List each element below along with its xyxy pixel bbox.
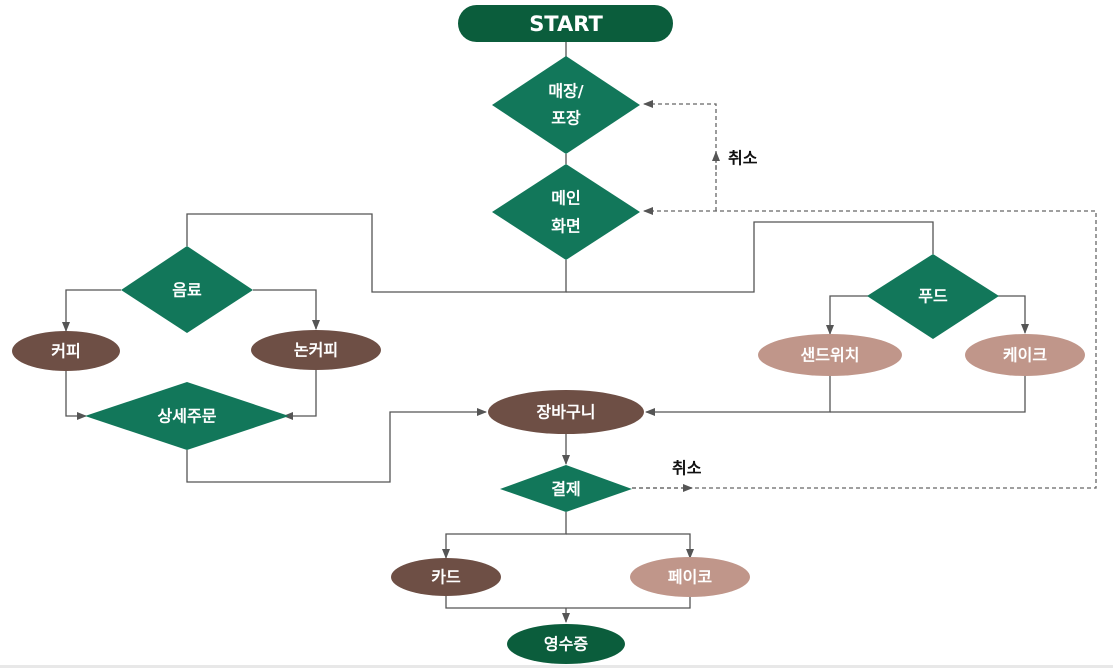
detail-order-shape xyxy=(85,382,289,450)
main-screen-decision: 메인 화면 xyxy=(492,164,640,260)
receipt-shape xyxy=(507,624,625,664)
edge-payment-to-card xyxy=(442,512,567,559)
card-shape xyxy=(391,558,501,596)
payco-node: 페이코 xyxy=(630,557,750,597)
cancel-label-payment: 취소 xyxy=(672,459,702,478)
dine-takeout-decision: 매장/ 포장 xyxy=(492,56,640,154)
edge-noncoffee-to-detail xyxy=(283,370,317,420)
edge-food-to-sandwich xyxy=(826,295,868,335)
non-coffee-shape xyxy=(251,330,381,370)
dine-takeout-label-2: 포장 xyxy=(551,109,581,128)
drink-decision: 음료 xyxy=(121,246,253,333)
food-decision: 푸드 xyxy=(867,254,999,339)
main-screen-label-2: 화면 xyxy=(551,217,580,236)
edge-drink-to-noncoffee xyxy=(253,289,320,330)
card-node: 카드 xyxy=(391,558,501,596)
edge-main-to-food xyxy=(566,221,934,293)
drink-shape xyxy=(121,246,253,333)
sandwich-node: 샌드위치 xyxy=(758,334,902,376)
sandwich-shape xyxy=(758,334,902,376)
bottom-divider xyxy=(0,665,1113,668)
edge-cancel-to-main xyxy=(632,207,1097,489)
edge-card-payco-join xyxy=(445,596,691,609)
drink-label: 음료 xyxy=(172,281,202,300)
cart-shape xyxy=(488,390,644,434)
detail-order-label: 상세주문 xyxy=(158,407,217,426)
edge-cake-to-cart xyxy=(830,376,1026,413)
cake-shape xyxy=(965,334,1085,376)
cart-node: 장바구니 xyxy=(488,390,644,434)
edges xyxy=(62,42,1029,623)
cancel-edges xyxy=(632,100,1097,492)
receipt-label: 영수증 xyxy=(544,635,588,654)
payco-shape xyxy=(630,557,750,597)
edge-payment-to-payco xyxy=(566,533,694,559)
payment-label: 결제 xyxy=(551,480,580,499)
edge-coffee-to-detail xyxy=(65,371,87,420)
start-shape xyxy=(458,5,673,42)
edge-cancel-to-dine xyxy=(643,100,717,211)
card-label: 카드 xyxy=(431,568,461,587)
dine-takeout-shape xyxy=(492,56,640,154)
start-node: START xyxy=(458,5,673,42)
food-shape xyxy=(867,254,999,339)
cake-label: 케이크 xyxy=(1003,346,1047,365)
edge-sandwich-to-cart xyxy=(645,376,831,416)
coffee-shape xyxy=(12,331,120,371)
cart-label: 장바구니 xyxy=(537,403,596,422)
main-screen-shape xyxy=(492,164,640,260)
dine-takeout-label-1: 매장/ xyxy=(548,82,583,101)
coffee-label: 커피 xyxy=(51,342,80,361)
cake-node: 케이크 xyxy=(965,334,1085,376)
food-label: 푸드 xyxy=(918,287,948,306)
edge-detail-to-cart xyxy=(186,408,487,483)
non-coffee-label: 논커피 xyxy=(294,341,338,360)
payco-label: 페이코 xyxy=(668,568,712,587)
main-screen-label-1: 메인 xyxy=(551,189,580,208)
cancel-label-top: 취소 xyxy=(728,149,758,168)
receipt-node: 영수증 xyxy=(507,624,625,664)
start-label: START xyxy=(529,12,603,36)
coffee-node: 커피 xyxy=(12,331,120,371)
edge-main-to-drink xyxy=(186,213,567,293)
non-coffee-node: 논커피 xyxy=(251,330,381,370)
detail-order-decision: 상세주문 xyxy=(85,382,289,450)
edge-drink-to-coffee xyxy=(62,289,121,332)
edge-food-to-cake xyxy=(998,295,1029,334)
sandwich-label: 샌드위치 xyxy=(801,346,860,365)
payment-decision: 결제 xyxy=(500,465,632,512)
payment-shape xyxy=(500,465,632,512)
